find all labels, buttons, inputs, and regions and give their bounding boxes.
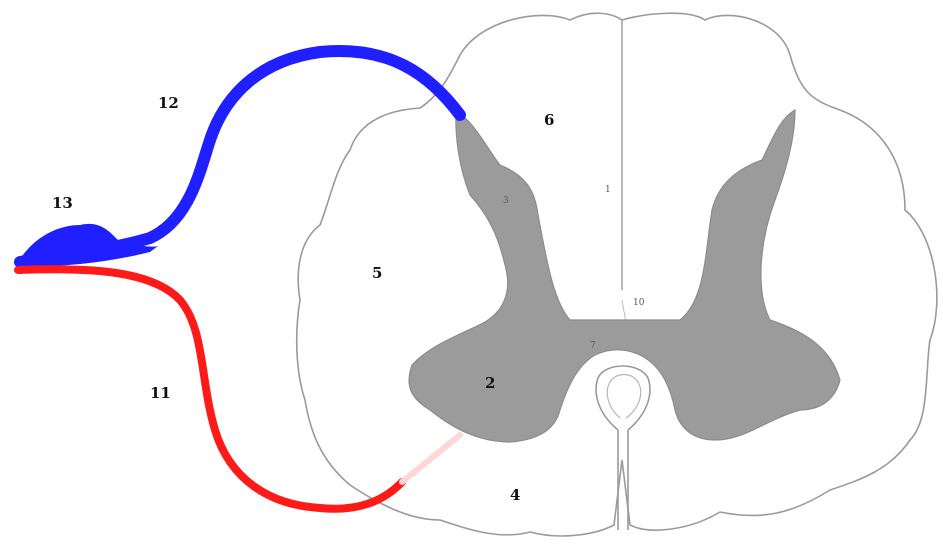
central-canal-inner bbox=[607, 375, 640, 419]
ventral-root-nerve bbox=[18, 269, 402, 508]
label-1: 1 bbox=[605, 185, 611, 195]
label-7: 7 bbox=[590, 341, 596, 351]
label-13: 13 bbox=[52, 194, 73, 212]
label-2: 2 bbox=[485, 374, 495, 392]
label-5: 5 bbox=[372, 264, 382, 282]
ventral-root-entry-faint bbox=[402, 435, 460, 482]
grey-matter bbox=[409, 110, 840, 442]
label-11: 11 bbox=[150, 384, 171, 402]
label-10: 10 bbox=[633, 298, 645, 308]
label-4: 4 bbox=[510, 486, 520, 504]
spinal-cord-outline bbox=[297, 13, 937, 536]
central-canal-outline bbox=[596, 366, 650, 430]
label-3: 3 bbox=[503, 196, 509, 206]
label-12: 12 bbox=[158, 94, 179, 112]
dorsal-root-ganglion bbox=[18, 224, 158, 267]
label-6: 6 bbox=[544, 111, 554, 129]
